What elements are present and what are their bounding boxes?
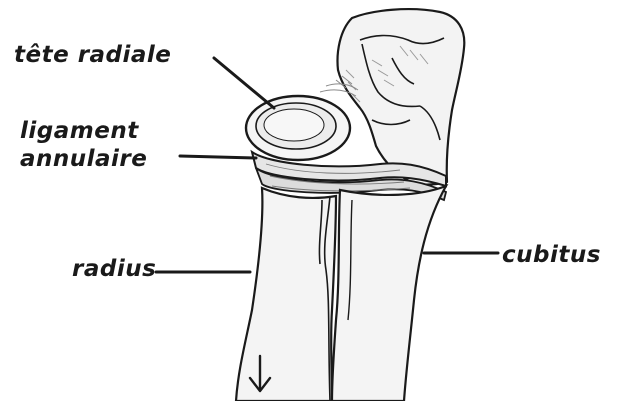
label-tete-radiale: tête radiale: [14, 42, 171, 69]
radial-head: [246, 96, 350, 160]
label-ligament-line1: ligament: [20, 118, 139, 145]
leader-tete-radiale: [214, 58, 274, 108]
label-cubitus: cubitus: [502, 242, 601, 269]
ulna-head: [338, 9, 465, 185]
label-radius: radius: [72, 256, 156, 283]
leader-ligament-annulaire: [180, 156, 256, 158]
label-ligament-line2: annulaire: [20, 146, 147, 173]
